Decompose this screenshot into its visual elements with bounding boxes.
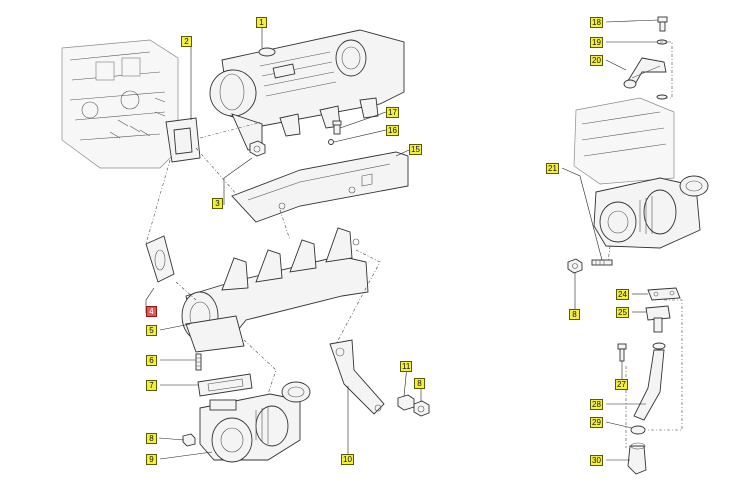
engine-block	[61, 39, 179, 169]
callout-part-24[interactable]: 24	[616, 289, 629, 300]
spacer-part-11	[397, 394, 415, 411]
nut-part-8-right	[567, 258, 583, 274]
hose-part-28	[633, 342, 666, 421]
exhaust-manifold-part-5	[181, 227, 369, 353]
gasket-part-2	[165, 117, 201, 163]
nut-part-8-middle	[413, 400, 430, 417]
stud-part-16	[328, 139, 334, 145]
stud-part-right	[591, 259, 613, 266]
callout-part-3[interactable]: 3	[212, 198, 223, 209]
reference-dashed-lines	[145, 41, 683, 448]
callout-part-10[interactable]: 10	[341, 454, 354, 465]
callout-part-4[interactable]: 4	[146, 306, 157, 317]
heat-shield-part-15	[231, 151, 409, 223]
gasket-part-4	[145, 235, 175, 283]
callout-part-16[interactable]: 16	[386, 125, 399, 136]
oil-pipe-part-20	[623, 57, 667, 89]
callout-part-8-right[interactable]: 8	[569, 309, 580, 320]
callout-part-17[interactable]: 17	[386, 107, 399, 118]
engine-block-right	[573, 97, 675, 185]
bracket-part-10	[329, 339, 385, 415]
fitting-part-30	[627, 442, 647, 475]
bolt-part-18	[657, 16, 668, 32]
bolt-part-17	[332, 120, 342, 135]
callout-part-27[interactable]: 27	[615, 379, 628, 390]
callout-part-15[interactable]: 15	[409, 144, 422, 155]
callout-part-29[interactable]: 29	[590, 417, 603, 428]
callout-part-9[interactable]: 9	[146, 454, 157, 465]
washer-part-19-bottom	[656, 94, 668, 100]
leader-lines	[145, 19, 659, 461]
nut-part-8-left	[182, 433, 196, 447]
intake-manifold-part-1	[209, 29, 405, 151]
gasket-part-24	[647, 287, 681, 301]
callout-part-30[interactable]: 30	[590, 455, 603, 466]
callout-part-21[interactable]: 21	[546, 163, 559, 174]
callout-part-28[interactable]: 28	[590, 399, 603, 410]
callout-part-5[interactable]: 5	[146, 325, 157, 336]
turbocharger-part-9	[199, 381, 311, 463]
callout-part-19[interactable]: 19	[590, 37, 603, 48]
callout-part-7[interactable]: 7	[146, 380, 157, 391]
gasket-part-7	[197, 373, 253, 397]
flange-part-25	[645, 305, 671, 333]
callout-part-25[interactable]: 25	[616, 307, 629, 318]
bolt-part-27	[617, 343, 627, 362]
stud-part-6	[195, 353, 202, 371]
callout-part-1[interactable]: 1	[256, 17, 267, 28]
callout-part-6[interactable]: 6	[146, 355, 157, 366]
clamp-part-29	[630, 425, 646, 435]
callout-part-11[interactable]: 11	[400, 361, 413, 372]
callout-part-8-left[interactable]: 8	[146, 433, 157, 444]
turbocharger-part-21	[593, 175, 709, 249]
callout-part-2[interactable]: 2	[181, 36, 192, 47]
callout-part-20[interactable]: 20	[590, 55, 603, 66]
callout-part-18[interactable]: 18	[590, 17, 603, 28]
nut-part-3	[249, 140, 266, 157]
callout-part-8-middle[interactable]: 8	[414, 378, 425, 389]
